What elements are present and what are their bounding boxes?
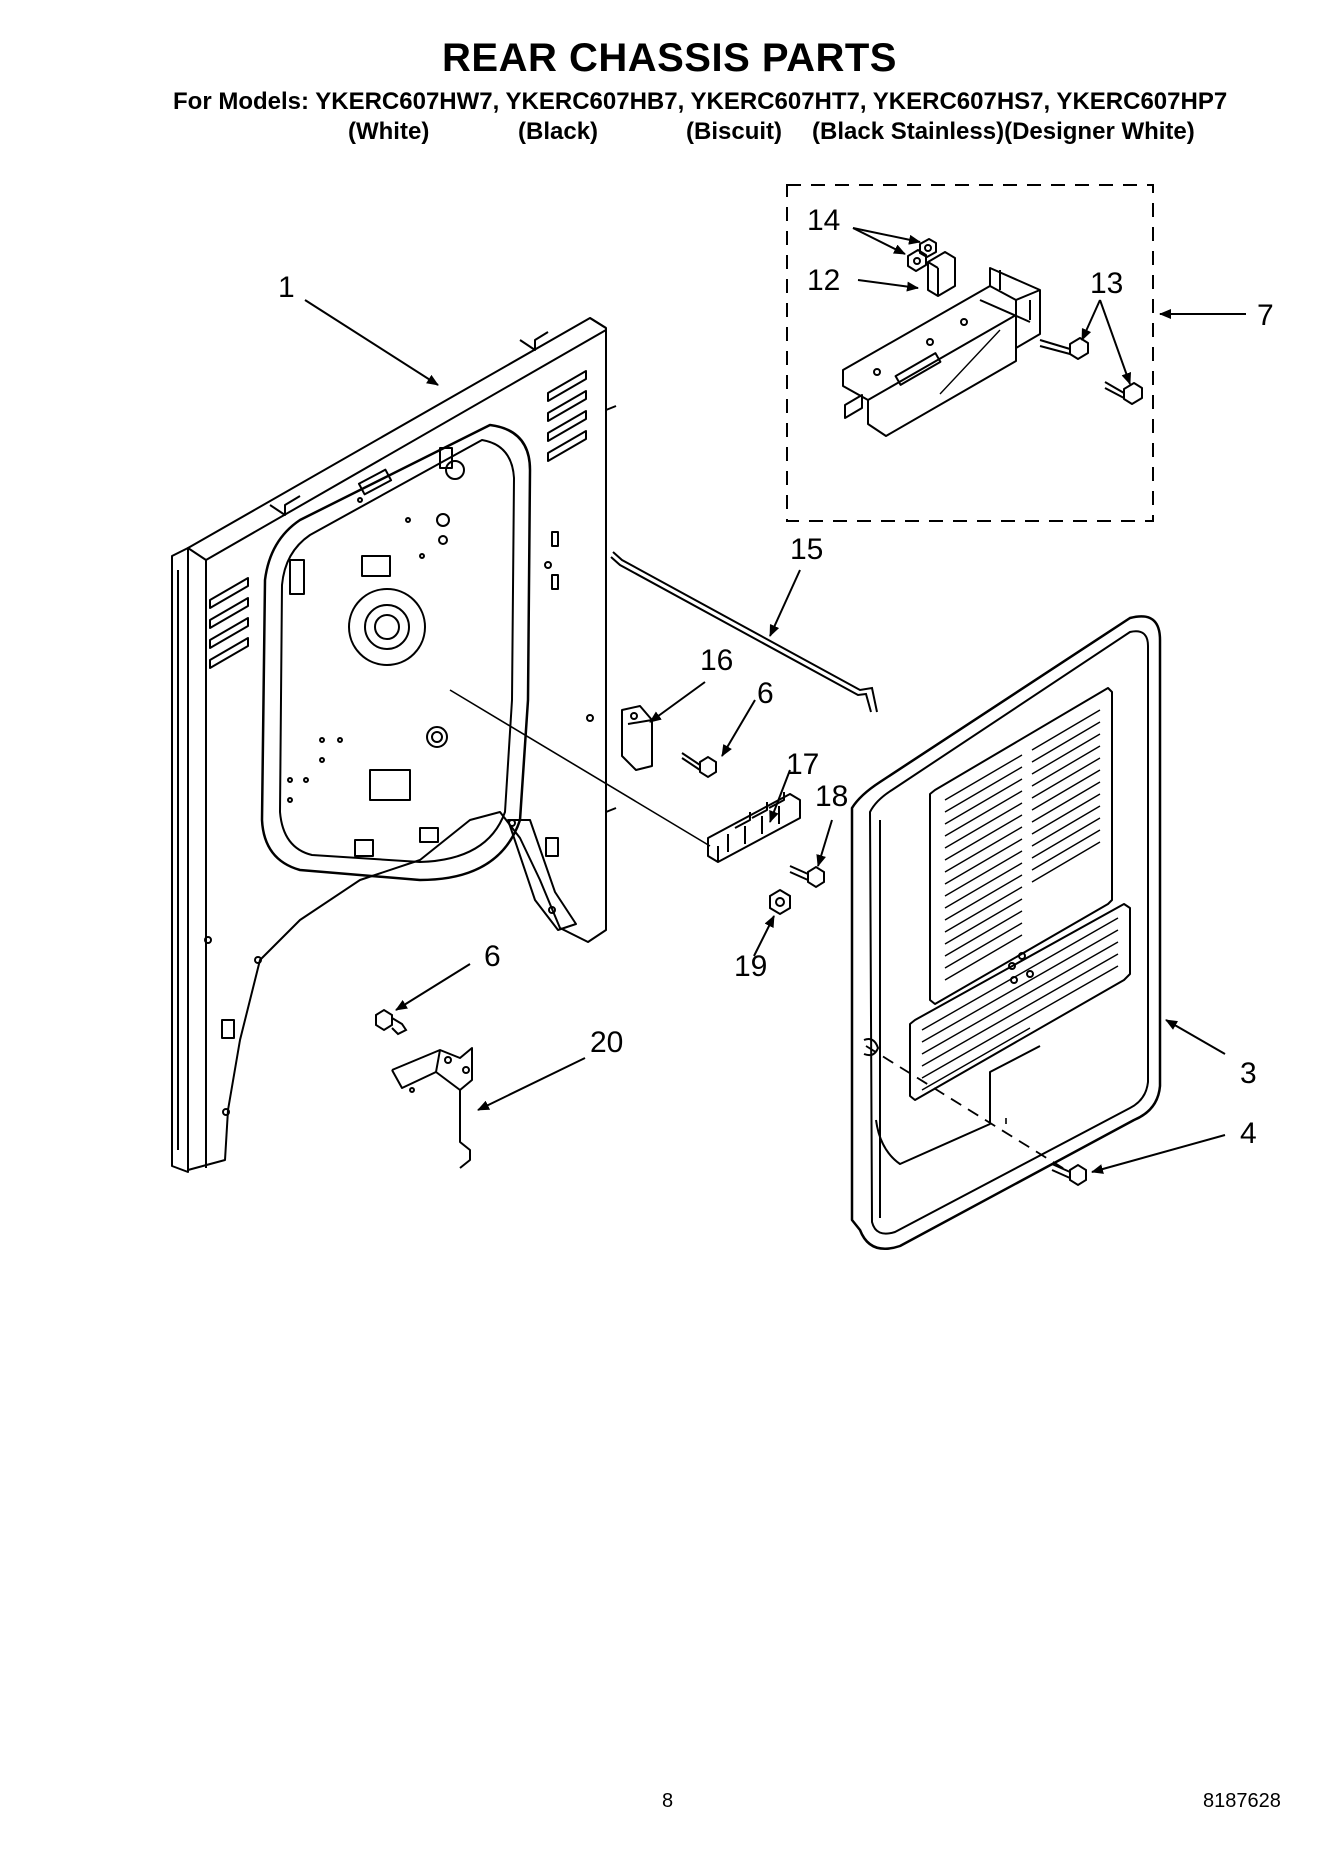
leader-18 [816, 819, 833, 867]
callout-17: 17 [786, 748, 819, 781]
screw-18 [789, 865, 825, 889]
rear-chassis-panel [171, 317, 617, 1173]
models-line: For Models: YKERC607HW7, YKERC607HB7, YK… [173, 88, 1228, 115]
terminal-strip-17 [707, 792, 801, 863]
leader-20 [477, 1057, 586, 1111]
variant-stainless-designer: (Black Stainless)(Designer White) [812, 118, 1195, 145]
leader-14a [852, 227, 906, 255]
page-number: 8 [662, 1790, 674, 1812]
leader-3 [1165, 1019, 1226, 1055]
callout-13: 13 [1090, 267, 1123, 300]
leader-13b [1099, 299, 1132, 385]
screw-4 [1051, 1163, 1087, 1187]
screw-6-lower [375, 1008, 408, 1036]
document-number: 8187628 [1203, 1790, 1281, 1812]
leader-13a [1081, 299, 1101, 341]
support-rod [610, 551, 878, 713]
callout-12: 12 [807, 264, 840, 297]
variant-white: (White) [348, 118, 430, 145]
variant-biscuit: (Biscuit) [686, 118, 782, 145]
page-title: REAR CHASSIS PARTS [442, 36, 897, 80]
rear-access-panel [850, 615, 1162, 1250]
mount-bracket-16 [621, 705, 653, 771]
leader-14b [852, 227, 921, 245]
callout-18: 18 [815, 780, 848, 813]
callout-1: 1 [278, 271, 295, 304]
callout-6-lower: 6 [484, 940, 501, 973]
leader-6b [395, 963, 471, 1011]
callout-3: 3 [1240, 1057, 1257, 1090]
leader-15 [769, 569, 801, 637]
callout-19: 19 [734, 950, 767, 983]
leader-17 [769, 769, 791, 823]
callout-15: 15 [790, 533, 823, 566]
leader-4 [1091, 1134, 1226, 1174]
callout-4: 4 [1240, 1117, 1257, 1150]
leader-19 [753, 915, 775, 957]
bracket-20 [391, 1047, 473, 1169]
leader-16 [649, 681, 706, 723]
screw-6-upper [681, 752, 717, 779]
part-7-assembly-box [786, 184, 1154, 522]
nut-19 [769, 888, 791, 916]
callout-20: 20 [590, 1026, 623, 1059]
leader-12 [857, 279, 919, 292]
leader-6a [721, 699, 756, 757]
variant-black: (Black) [518, 118, 599, 145]
terminal-block-bracket [842, 238, 1143, 437]
assembly-line-panel-to-strip [449, 689, 711, 847]
leader-1 [304, 299, 439, 386]
callout-14: 14 [807, 204, 840, 237]
callout-6-upper: 6 [757, 677, 774, 710]
callout-7: 7 [1257, 299, 1274, 332]
callout-16: 16 [700, 644, 733, 677]
